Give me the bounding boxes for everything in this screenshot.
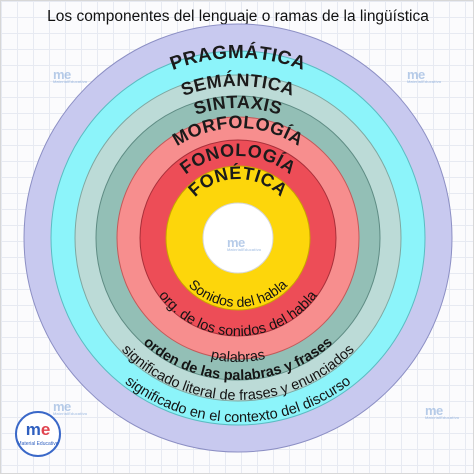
desc-morfologia: palabras	[210, 347, 267, 366]
core-center	[202, 202, 274, 274]
diagram-title: Los componentes del lenguaje o ramas de …	[47, 8, 429, 25]
brand-logo-icon: me Material Educativo	[15, 411, 61, 457]
